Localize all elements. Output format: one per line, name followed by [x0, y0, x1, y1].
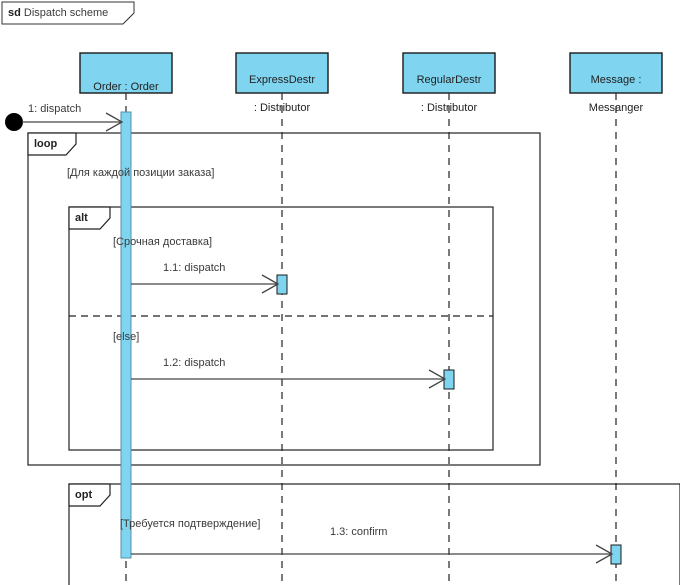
diagram-kind-tag: sd	[8, 7, 21, 19]
guard-opt-0: [Требуется подтверждение]	[120, 518, 261, 530]
lifeline-label-express-line2: : Distributor	[253, 102, 311, 114]
lifeline-label-regular: RegularDestr : Distributor	[403, 59, 495, 129]
activation-bar-regular[interactable]	[443, 369, 455, 390]
guard-alt-1: [else]	[113, 331, 140, 343]
lifeline-label-express: ExpressDestr : Distributor	[236, 59, 328, 129]
fragment-operator-loop: loop	[34, 138, 58, 150]
guard-loop-0: [Для каждой позиции заказа]	[67, 167, 215, 179]
found-message-start-node	[5, 113, 23, 131]
message-arrowhead-1-2	[428, 369, 447, 389]
fragment-tab-alt	[68, 206, 111, 230]
diagram-frame-tab	[1, 1, 135, 25]
guard-alt-0: [Срочная доставка]	[113, 236, 213, 248]
fragment-frame-alt	[68, 206, 494, 451]
lifeline-box-regular[interactable]	[402, 52, 496, 94]
lifeline-label-regular-line1: RegularDestr	[416, 74, 482, 86]
lifeline-label-order: Order : Order	[80, 66, 172, 108]
fragment-frame-opt	[68, 483, 680, 585]
activation-bar-messenger[interactable]	[610, 544, 622, 565]
fragment-tab-opt	[68, 483, 111, 507]
message-label-1-2: 1.2: dispatch	[163, 357, 226, 369]
message-arrowhead-1-1	[261, 274, 280, 294]
lifeline-box-order[interactable]	[79, 52, 173, 94]
message-arrowhead-1-3	[595, 544, 614, 564]
fragment-operator-alt: alt	[75, 212, 88, 224]
message-label-1: 1: dispatch	[28, 103, 82, 115]
fragment-frame-loop	[27, 132, 541, 466]
lifeline-label-regular-line2: : Distributor	[420, 102, 478, 114]
lifeline-label-messenger-line2: Messanger	[588, 102, 644, 114]
lifeline-box-messenger[interactable]	[569, 52, 663, 94]
lifeline-label-messenger-line1: Message :	[590, 74, 642, 86]
message-arrowhead-1	[105, 112, 124, 132]
lifeline-label-messenger: Message : Messanger	[570, 59, 662, 129]
lifeline-label-order-line1: Order : Order	[93, 81, 159, 93]
message-label-1-3: 1.3: confirm	[330, 526, 388, 538]
diagram-title-text: Dispatch scheme	[23, 7, 109, 19]
activation-bar-order[interactable]	[120, 111, 132, 559]
fragment-tab-loop	[27, 132, 77, 156]
fragment-operator-opt: opt	[75, 489, 93, 501]
message-label-1-1: 1.1: dispatch	[163, 262, 226, 274]
activation-bar-express[interactable]	[276, 274, 288, 295]
lifeline-label-express-line1: ExpressDestr	[248, 74, 316, 86]
diagram-frame-title: sd Dispatch scheme	[8, 7, 108, 19]
